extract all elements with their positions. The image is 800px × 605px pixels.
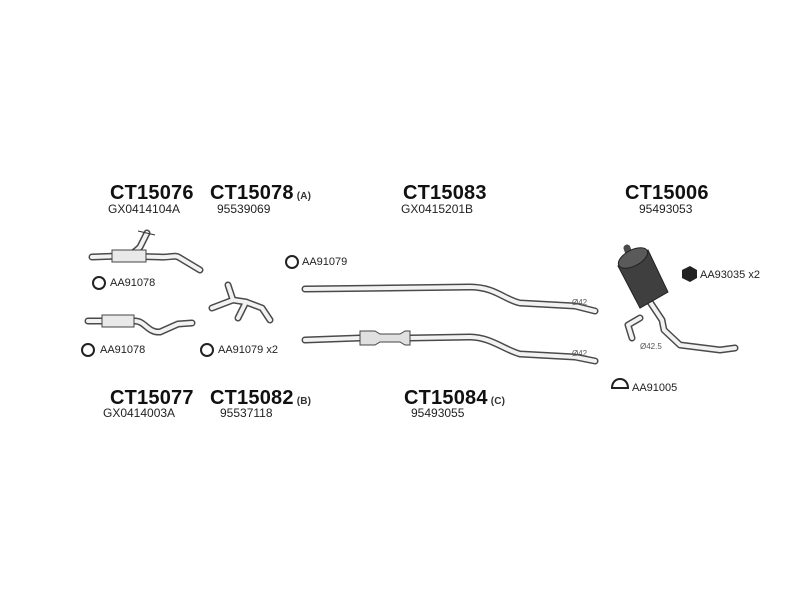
clamp-label-5: AA93035 x2 xyxy=(700,269,760,281)
pipe-ct15076 xyxy=(88,229,204,274)
pipe-ct15082 xyxy=(208,281,274,324)
part-number-ct15084-text: CT15084 xyxy=(404,387,488,409)
part-number-ct15077: CT15077 xyxy=(110,387,194,409)
diameter-label-1: Ø42 xyxy=(572,298,588,307)
part-ref-ct15083: GX0415201B xyxy=(401,202,474,216)
pipe-ct15077 xyxy=(84,314,196,336)
part-ref-ct15077: GX0414003A xyxy=(103,406,176,420)
clamp-label-4: AA91079 x2 xyxy=(218,344,278,356)
clamp-label-1: AA91078 xyxy=(110,277,156,289)
clamp-label-3: AA91079 xyxy=(302,256,348,268)
pipe-ct15083 xyxy=(301,283,599,315)
part-number-ct15084: CT15084(C) xyxy=(404,387,505,410)
part-ref-ct15076: GX0414104A xyxy=(108,202,181,216)
diameter-label-3: Ø42.5 xyxy=(640,342,662,351)
diameter-label-2: Ø42 xyxy=(572,349,588,358)
clamp-label-2: AA91078 xyxy=(100,344,146,356)
part-number-ct15006: CT15006 xyxy=(625,182,709,204)
part-number-ct15078: CT15078(A) xyxy=(210,182,311,205)
part-number-ct15082-text: CT15082 xyxy=(210,387,294,409)
part-variant-ct15078: (A) xyxy=(296,191,312,202)
part-ref-ct15084: 95493055 xyxy=(411,406,465,420)
part-ref-ct15006: 95493053 xyxy=(639,202,693,216)
part-ref-ct15082: 95537118 xyxy=(220,406,273,420)
part-number-ct15076: CT15076 xyxy=(110,182,194,204)
part-variant-ct15082: (B) xyxy=(296,396,312,407)
part-number-ct15078-text: CT15078 xyxy=(210,182,294,204)
part-number-ct15083: CT15083 xyxy=(403,182,487,204)
clamp-icons xyxy=(81,255,697,389)
part-number-ct15082: CT15082(B) xyxy=(210,387,311,410)
pipe-ct15084 xyxy=(301,330,599,365)
muffler-ct15006 xyxy=(617,244,739,354)
part-variant-ct15084: (C) xyxy=(490,396,506,407)
part-ref-ct15078: 95539069 xyxy=(217,202,271,216)
clamp-label-6: AA91005 xyxy=(632,382,678,394)
